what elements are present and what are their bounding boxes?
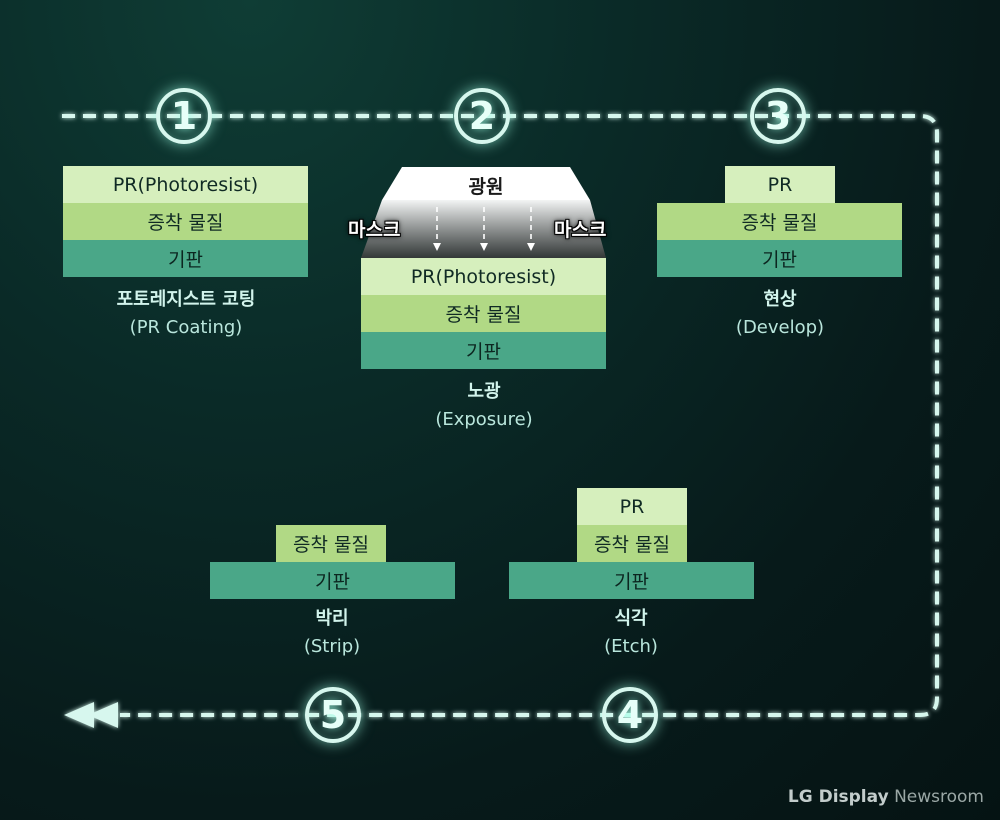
deposition-layer: 증착 물질 [276,525,386,562]
deposition-layer: 증착 물질 [361,295,606,332]
step-4-title: 식각 [614,608,648,629]
step-5-caption: 박리 (Strip) [212,605,452,661]
substrate-layer: 기판 [210,562,455,599]
step-5-badge: 5 [305,687,361,743]
deposition-layer: 증착 물질 [657,203,902,240]
mask-label-left: 마스크 [348,219,401,241]
step-5-number: 5 [319,693,347,737]
step-4-badge: 4 [602,687,658,743]
substrate-layer: 기판 [657,240,902,277]
mask-label-right: 마스크 [554,219,607,241]
photoresist-layer: PR(Photoresist) [361,258,606,295]
step-5-subtitle: (Strip) [303,636,361,657]
step-4-subtitle: (Etch) [604,636,658,657]
step-4-caption: 식각 (Etch) [511,605,751,661]
brand-watermark: LG Display Newsroom [788,787,984,807]
substrate-layer: 기판 [63,240,308,277]
step-3-caption: 현상 (Develop) [660,286,900,342]
step-2-badge: 2 [454,88,510,144]
deposition-layer: 증착 물질 [577,525,687,562]
step-3-badge: 3 [750,88,806,144]
step-1-badge: 1 [156,88,212,144]
light-ray-arrows [433,207,535,251]
step-4-number: 4 [616,693,644,737]
brand-suffix: Newsroom [888,787,984,807]
substrate-layer: 기판 [361,332,606,369]
light-source-shape [382,167,590,200]
photoresist-layer: PR [725,166,835,203]
substrate-layer: 기판 [509,562,754,599]
step-3-title: 현상 [763,289,797,310]
brand-name: LG Display [787,787,889,807]
photoresist-layer: PR [577,488,687,525]
deposition-layer: 증착 물질 [63,203,308,240]
step-3-number: 3 [764,94,792,138]
flow-line [62,114,939,717]
step-1-number: 1 [170,94,198,138]
flow-arrow-icon [64,702,118,728]
step-5-title: 박리 [315,608,349,629]
step-3-subtitle: (Develop) [735,317,825,338]
step-2-caption: 노광 (Exposure) [364,378,604,434]
step-2-title: 노광 [467,381,501,402]
step-1-title: 포토레지스트 코팅 [116,289,256,310]
step-2-number: 2 [468,94,496,138]
step-2-subtitle: (Exposure) [435,409,533,430]
step-1-subtitle: (PR Coating) [129,317,243,338]
light-source-label: 광원 [468,176,504,198]
photoresist-layer: PR(Photoresist) [63,166,308,203]
step-1-caption: 포토레지스트 코팅 (PR Coating) [66,286,306,342]
